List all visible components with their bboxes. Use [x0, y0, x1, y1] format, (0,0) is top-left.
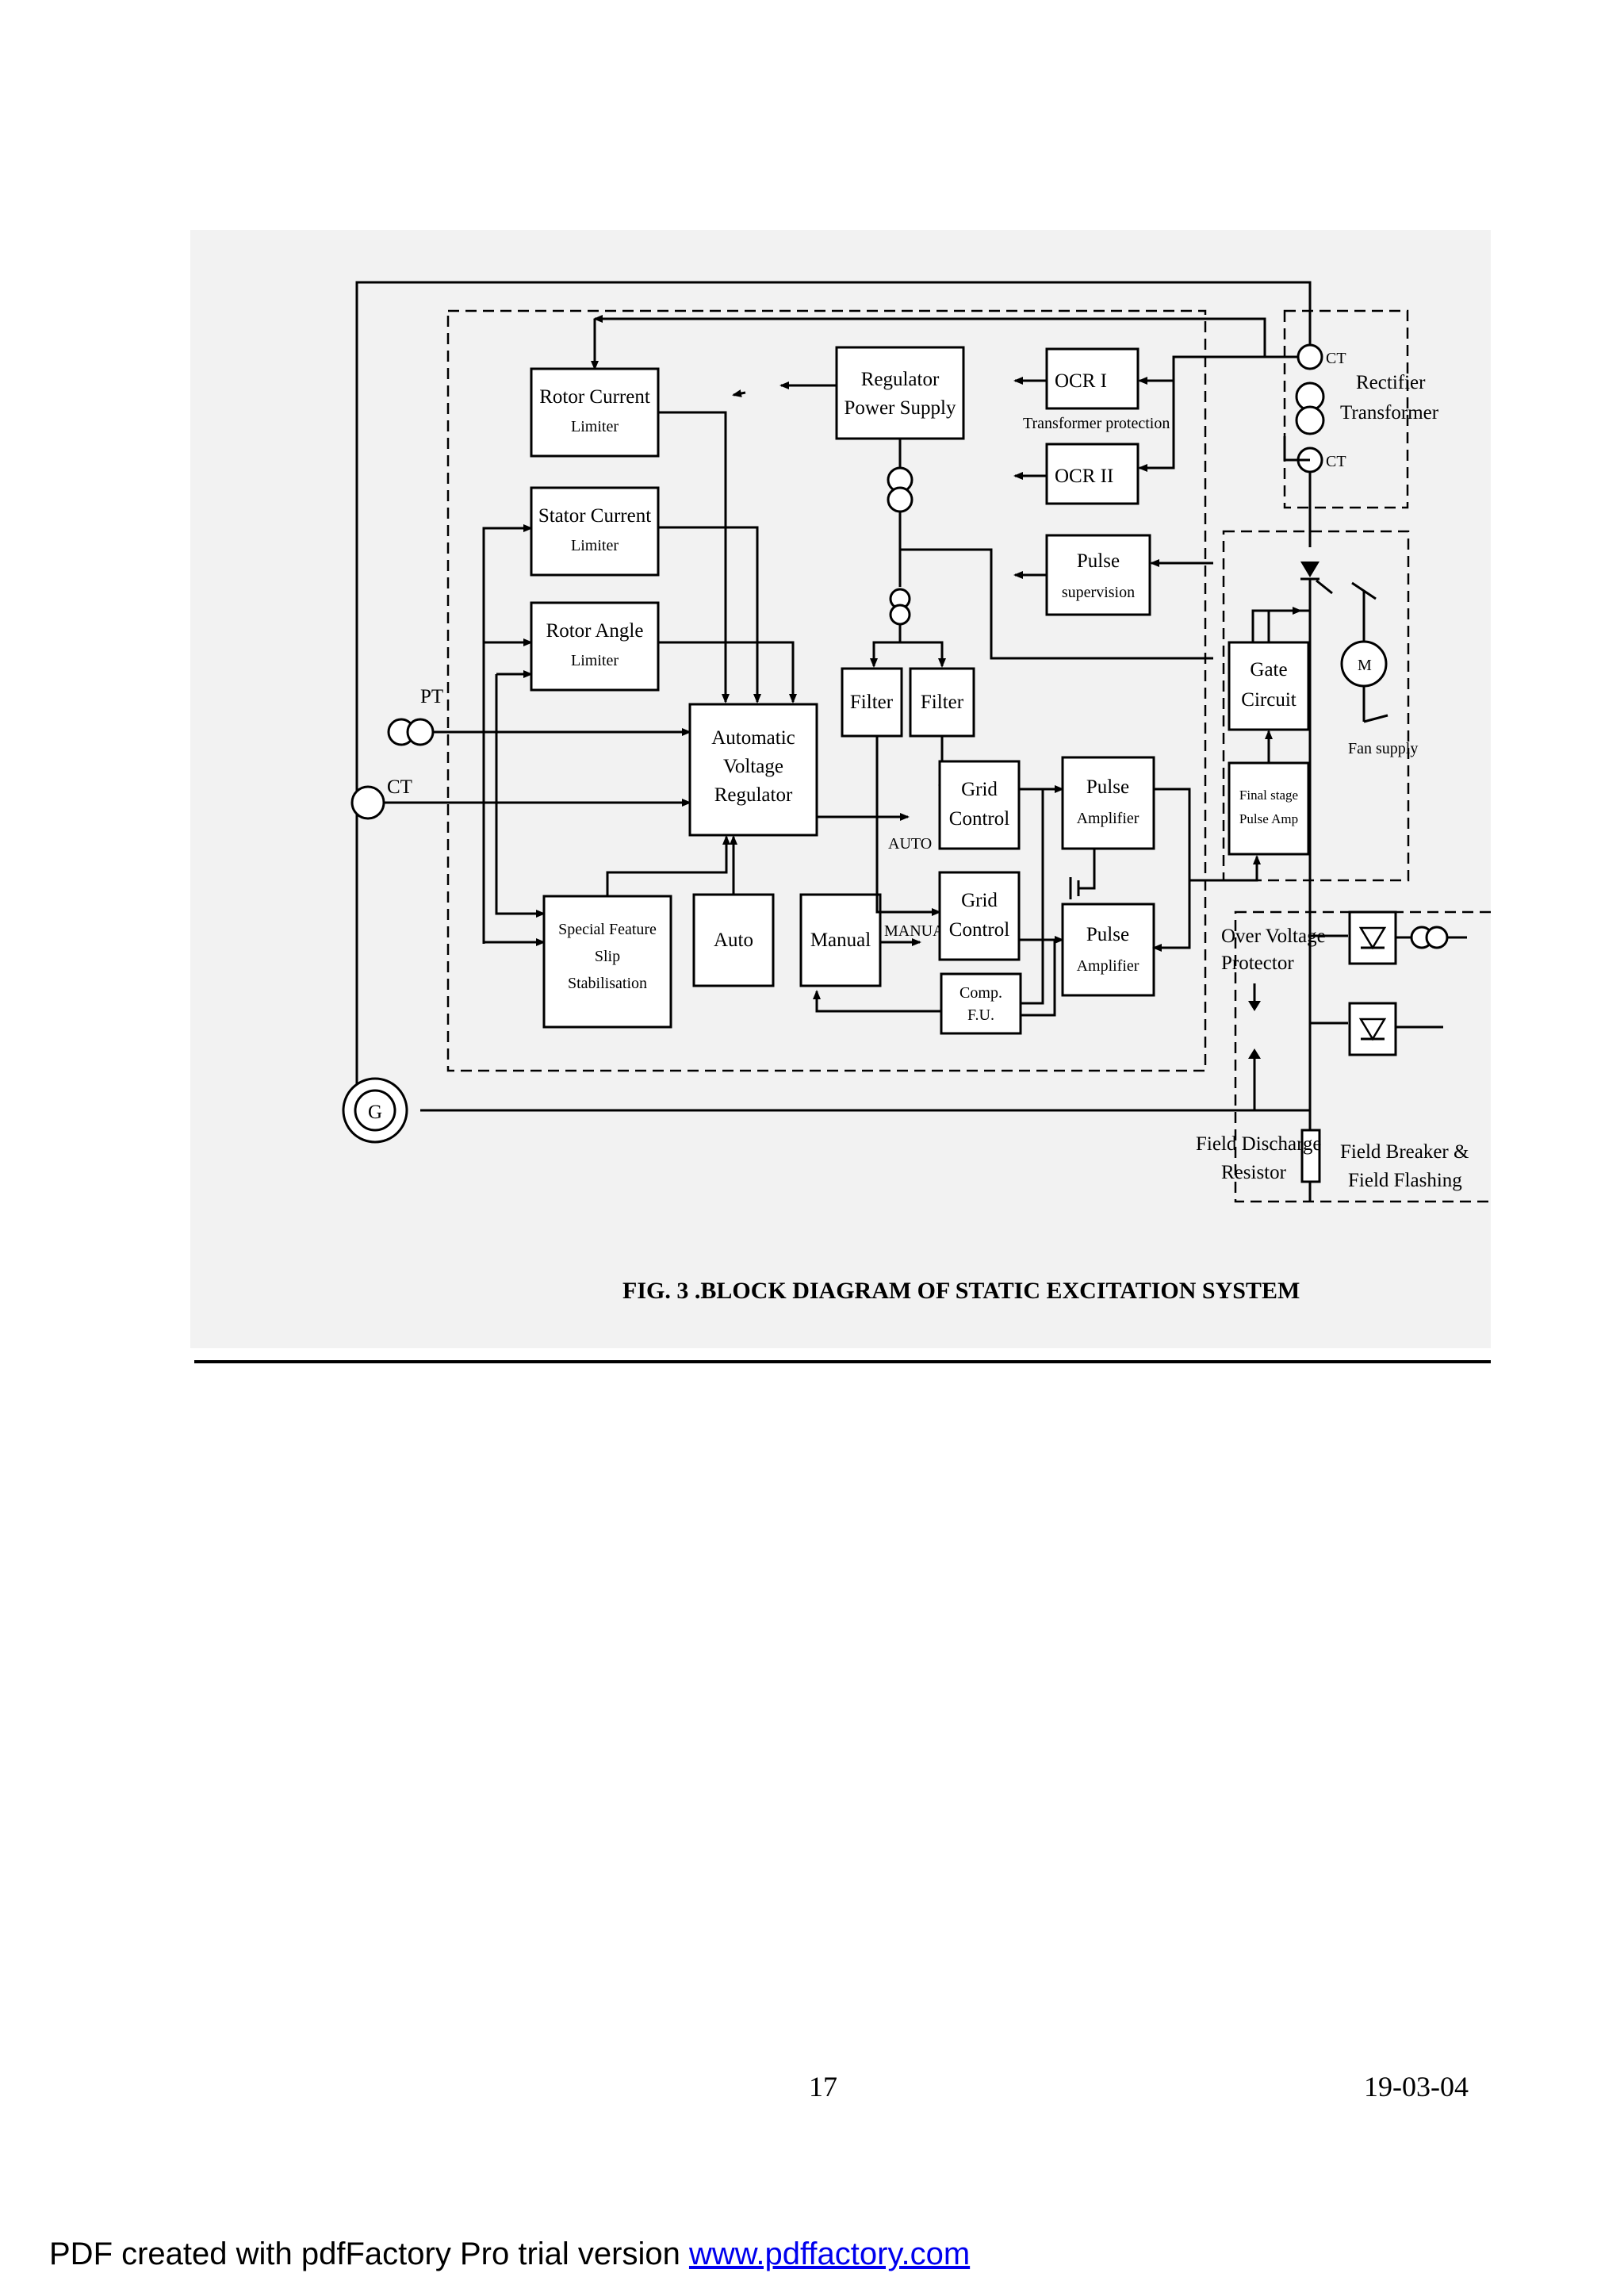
generator-label: G	[368, 1102, 382, 1123]
regulator-enclosure	[446, 309, 1207, 1072]
auto-tag: AUTO	[888, 835, 932, 853]
over-voltage-protector-label-1: Over Voltage	[1221, 926, 1326, 947]
generator-bus-line	[355, 281, 1312, 1110]
comp-fu-block	[940, 972, 1022, 1035]
filter-right-label: Filter	[921, 692, 964, 713]
field-breaker-flashing-label-2: Field Flashing	[1348, 1170, 1462, 1191]
avr-label-2: Voltage	[723, 756, 783, 777]
pulse-amplifier-manual-label-1: Pulse	[1086, 924, 1129, 945]
ct-bottom-label: CT	[1326, 453, 1346, 470]
rectifier-transformer-coil-2	[1295, 405, 1325, 435]
grid-control-auto-label-1: Grid	[961, 779, 998, 800]
block-diagram: G CT PT Rotor Current Limiter Stator Cur…	[342, 281, 1491, 1304]
field-discharge-resistor-label-1: Field Discharge	[1196, 1133, 1322, 1155]
pulse-supervision-label-2: supervision	[1062, 584, 1135, 601]
pt-symbol-2	[406, 718, 435, 746]
gate-circuit-block	[1228, 641, 1310, 731]
auto-label: Auto	[714, 930, 753, 951]
limiter-feed-bus	[482, 527, 531, 944]
stator-current-limiter-label-2: Limiter	[571, 537, 619, 554]
stator-current-limiter-block	[530, 486, 660, 577]
avr-label-3: Regulator	[714, 784, 793, 806]
figure-panel: G CT PT Rotor Current Limiter Stator Cur…	[190, 230, 1491, 1348]
flashing-transformer-2	[1425, 926, 1449, 949]
figure-caption: FIG. 3 .BLOCK DIAGRAM OF STATIC EXCITATI…	[622, 1278, 1300, 1304]
avr-label-1: Automatic	[711, 727, 795, 749]
thyristor-bridge-enclosure	[1222, 530, 1410, 882]
page-rule	[194, 1360, 1491, 1363]
final-stage-label-2: Pulse Amp	[1239, 811, 1298, 826]
special-feature-label-1: Special Feature	[558, 921, 657, 938]
manual-label: Manual	[810, 930, 871, 951]
grid-control-manual-label-2: Control	[949, 919, 1009, 941]
ocr2-block	[1045, 443, 1139, 505]
grid-control-auto-label-2: Control	[949, 808, 1009, 830]
comp-fu-label-1: Comp.	[959, 984, 1002, 1002]
manual-tag: MANUAL	[884, 922, 954, 940]
generator-symbol	[342, 1077, 408, 1144]
rotor-angle-limiter-label-1: Rotor Angle	[546, 620, 644, 642]
pulse-amplifier-manual-label-2: Amplifier	[1077, 957, 1139, 975]
grid-control-manual-block	[938, 871, 1021, 961]
pdf-banner-text: PDF created with pdfFactory Pro trial ve…	[49, 2237, 689, 2271]
stator-current-limiter-label-1: Stator Current	[538, 505, 651, 527]
page-date: 19-03-04	[1364, 2071, 1469, 2102]
final-stage-block	[1228, 761, 1310, 856]
thyristor-symbol	[1300, 562, 1320, 577]
rectifier-bridge-2	[1348, 1002, 1397, 1056]
ct-left-label: CT	[387, 776, 412, 798]
pdffactory-link[interactable]: www.pdffactory.com	[688, 2237, 971, 2271]
rectifier-transformer-label-2: Transformer	[1340, 402, 1439, 424]
regulator-power-supply-label-2: Power Supply	[845, 397, 956, 419]
gate-circuit-label-2: Circuit	[1241, 689, 1296, 711]
transformer-protection-label: Transformer protection	[1023, 415, 1170, 432]
ocr1-label: OCR I	[1055, 370, 1107, 392]
ct-left-symbol	[350, 785, 385, 820]
comp-fu-label-2: F.U.	[967, 1006, 994, 1024]
special-feature-label-2: Slip	[595, 948, 620, 965]
pulse-supervision-label-1: Pulse	[1077, 550, 1120, 572]
fan-supply-label: Fan supply	[1348, 740, 1418, 757]
field-discharge-resistor-label-2: Resistor	[1221, 1162, 1287, 1183]
gate-circuit-label-1: Gate	[1250, 659, 1287, 680]
rectifier-transformer-enclosure	[1283, 309, 1409, 509]
field-breaker-flashing-label-1: Field Breaker &	[1340, 1141, 1469, 1163]
filter-left-block	[841, 667, 903, 738]
rotor-current-limiter-label-1: Rotor Current	[539, 386, 650, 408]
regulator-power-supply-label-1: Regulator	[861, 369, 940, 390]
manual-block	[799, 893, 882, 987]
pt-label: PT	[420, 686, 443, 707]
rotor-current-limiter-block	[530, 367, 660, 458]
avr-block	[688, 703, 818, 837]
over-voltage-protector-label-2: Protector	[1221, 953, 1294, 974]
filter-left-label: Filter	[850, 692, 894, 713]
page-number: 17	[809, 2071, 837, 2102]
pulse-supervision-block	[1045, 534, 1151, 616]
grid-control-manual-label-1: Grid	[961, 890, 998, 911]
pulse-amplifier-auto-label-2: Amplifier	[1077, 810, 1139, 827]
ocr2-label: OCR II	[1055, 466, 1113, 487]
regulator-power-supply-block	[835, 346, 965, 440]
rectifier-transformer-label-1: Rectifier	[1356, 372, 1426, 393]
ct-top-symbol	[1297, 343, 1323, 370]
pulse-amplifier-auto-block	[1061, 756, 1155, 850]
pulse-amplifier-auto-label-1: Pulse	[1086, 776, 1129, 798]
rectifier-bridge-1	[1348, 910, 1397, 965]
ocr1-block	[1045, 347, 1139, 410]
ct-top-label: CT	[1326, 350, 1346, 367]
final-stage-label-1: Final stage	[1239, 788, 1298, 803]
special-feature-label-3: Stabilisation	[568, 975, 647, 992]
special-feature-block	[542, 895, 672, 1029]
supply-transformer-4	[889, 604, 911, 626]
pdf-banner: PDF created with pdfFactory Pro trial ve…	[49, 2237, 970, 2272]
supply-transformer-2	[887, 486, 914, 513]
pulse-amplifier-manual-block	[1061, 903, 1155, 997]
grid-control-auto-block	[938, 760, 1021, 850]
rotor-angle-limiter-block	[530, 601, 660, 692]
fan-motor-label: M	[1358, 657, 1372, 674]
rotor-current-limiter-label-2: Limiter	[571, 418, 619, 435]
rotor-angle-limiter-label-2: Limiter	[571, 652, 619, 669]
